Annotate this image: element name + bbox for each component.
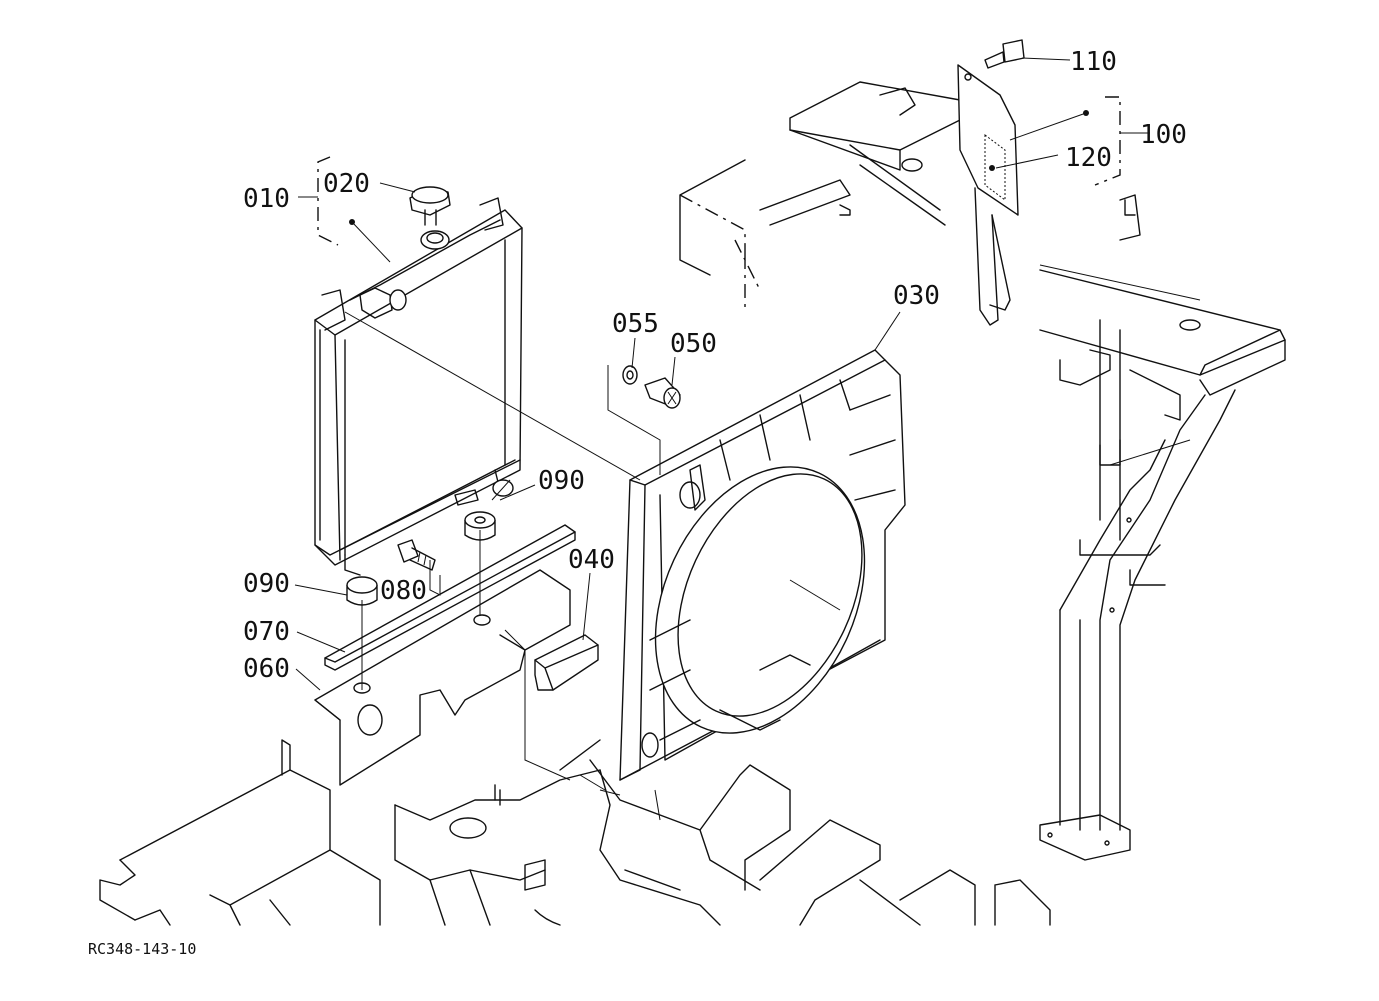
cushion-090-upper (464, 511, 496, 541)
support-frame (1039, 194, 1286, 861)
label-040: 040 (568, 545, 615, 575)
label-070: 070 (243, 617, 290, 647)
label-100: 100 (1140, 120, 1187, 150)
block-040 (534, 634, 599, 691)
bolt-050 (644, 377, 681, 409)
label-050: 050 (670, 329, 717, 359)
construction-lines (344, 311, 641, 791)
fan-shroud (619, 349, 906, 781)
bracket-assembly (957, 39, 1121, 326)
radiator (314, 197, 523, 576)
label-030: 030 (893, 281, 940, 311)
label-080: 080 (380, 576, 427, 606)
label-055: 055 (612, 309, 659, 339)
part-labels: 010 020 030 040 050 055 060 070 080 090 … (243, 47, 1187, 684)
label-090-upper: 090 (538, 466, 585, 496)
reference-code: RC348-143-10 (88, 940, 196, 958)
label-060: 060 (243, 654, 290, 684)
label-010: 010 (243, 184, 290, 214)
bolt-110 (984, 39, 1025, 69)
top-cross-member (679, 81, 961, 310)
label-090-lower: 090 (243, 569, 290, 599)
radiator-cap-020 (409, 186, 451, 226)
base-frame (99, 739, 1051, 926)
label-020: 020 (323, 169, 370, 199)
filler-neck (420, 230, 450, 250)
bolt-080 (397, 539, 436, 571)
leader-lines (294, 57, 1150, 691)
plate-060 (314, 569, 571, 786)
label-120: 120 (1065, 143, 1112, 173)
group-bracket-010 (317, 156, 339, 246)
rail-070 (324, 524, 576, 671)
label-110: 110 (1070, 47, 1117, 77)
washer-055 (622, 365, 638, 385)
